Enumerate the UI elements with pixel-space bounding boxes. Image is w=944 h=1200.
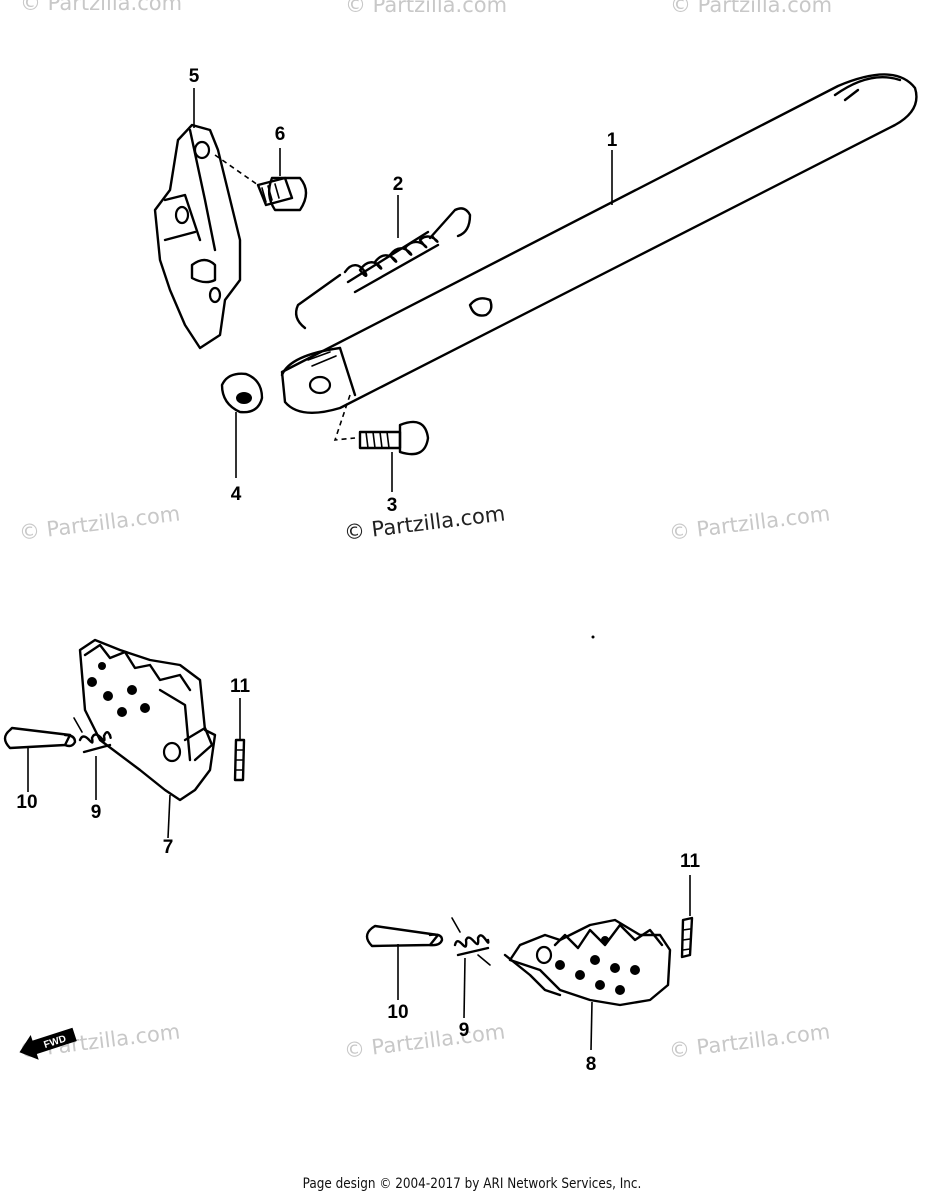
callout-10: 10 bbox=[387, 1002, 408, 1023]
callout-1: 1 bbox=[607, 130, 618, 151]
watermark: © Partzilla.com bbox=[20, 0, 182, 15]
bolt-part-3 bbox=[333, 394, 430, 456]
callout-7: 7 bbox=[163, 837, 174, 858]
stray-dot bbox=[591, 635, 595, 639]
callout-8: 8 bbox=[586, 1054, 597, 1075]
callout-6: 6 bbox=[275, 124, 286, 145]
nut-part-4 bbox=[220, 372, 264, 414]
watermark: © Partzilla.com bbox=[343, 501, 507, 545]
footrest-right-assembly bbox=[365, 875, 694, 1051]
watermark: © Partzilla.com bbox=[345, 0, 507, 17]
callout-2: 2 bbox=[393, 174, 404, 195]
watermark: © Partzilla.com bbox=[668, 1019, 832, 1063]
side-stand-bar-part bbox=[280, 73, 918, 414]
callout-4: 4 bbox=[231, 484, 242, 505]
callout-11: 11 bbox=[230, 676, 251, 697]
callout-11: 11 bbox=[680, 851, 701, 872]
callout-10: 10 bbox=[16, 792, 37, 813]
callout-9: 9 bbox=[91, 802, 102, 823]
watermark: © Partzilla.com bbox=[343, 1019, 507, 1063]
watermark: © Partzilla.com bbox=[668, 501, 832, 545]
bracket-part-5 bbox=[153, 123, 242, 350]
spring-part bbox=[294, 207, 472, 330]
watermark: © Partzilla.com bbox=[18, 501, 182, 545]
callout-9: 9 bbox=[459, 1020, 470, 1041]
callout-leaders-upper bbox=[193, 88, 613, 492]
callout-labels: 1 2 3 4 5 6 11 10 9 7 11 10 9 8 bbox=[16, 66, 700, 1075]
watermark: © Partzilla.com bbox=[670, 0, 832, 17]
page-footer: Page design © 2004-2017 by ARI Network S… bbox=[302, 1176, 642, 1192]
watermarks: © Partzilla.com © Partzilla.com © Partzi… bbox=[18, 0, 832, 1063]
bolt-part-6 bbox=[214, 154, 308, 212]
callout-5: 5 bbox=[189, 66, 200, 87]
footrest-left-assembly bbox=[3, 638, 246, 839]
callout-3: 3 bbox=[387, 495, 398, 516]
